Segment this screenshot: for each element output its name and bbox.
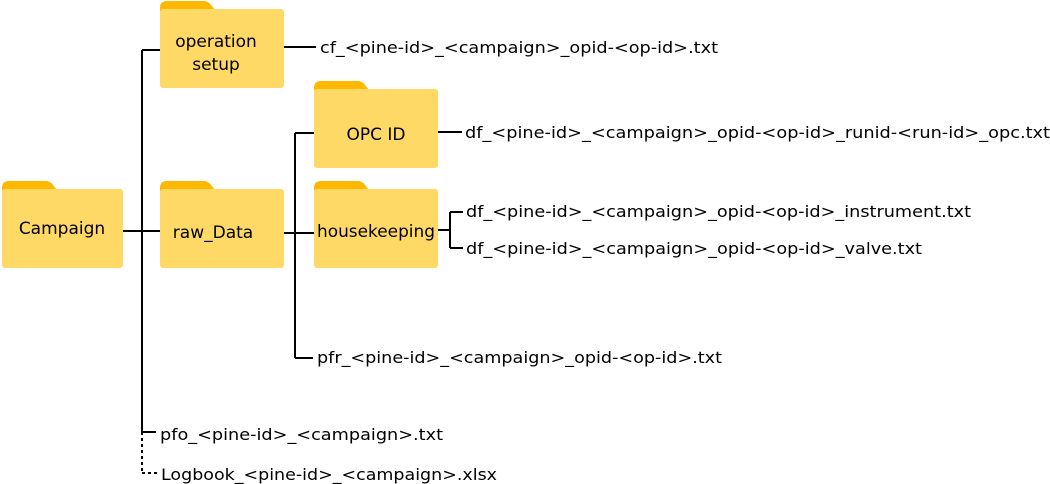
folder-label-operation-setup-line2: setup <box>192 55 240 75</box>
connectors <box>123 46 463 474</box>
file-df-valve: df_<pine-id>_<campaign>_opid-<op-id>_val… <box>466 239 922 259</box>
file-df-instrument: df_<pine-id>_<campaign>_opid-<op-id>_ins… <box>466 202 971 222</box>
folder-label-operation-setup-line1: operation <box>175 32 257 52</box>
file-cf: cf_<pine-id>_<campaign>_opid-<op-id>.txt <box>320 38 718 58</box>
folder-label-campaign: Campaign <box>19 219 105 239</box>
folder-icon <box>314 81 438 168</box>
folder-campaign[interactable]: Campaign <box>2 181 123 268</box>
folder-housekeeping[interactable]: housekeeping <box>314 181 438 268</box>
file-logbook: Logbook_<pine-id>_<campaign>.xlsx <box>161 465 497 484</box>
folder-raw-data[interactable]: raw_Data <box>160 181 284 268</box>
folder-label-raw-data: raw_Data <box>173 223 253 243</box>
folder-label-opc-id: OPC ID <box>346 125 405 145</box>
file-df-opc: df_<pine-id>_<campaign>_opid-<op-id>_run… <box>465 123 1050 143</box>
file-pfo: pfo_<pine-id>_<campaign>.txt <box>160 425 443 445</box>
file-pfr: pfr_<pine-id>_<campaign>_opid-<op-id>.tx… <box>317 348 722 368</box>
folder-icon <box>160 1 284 88</box>
folder-icon <box>314 181 438 268</box>
folder-icon <box>2 181 123 268</box>
folder-icon <box>160 181 284 268</box>
folder-label-housekeeping: housekeeping <box>317 222 435 242</box>
folder-opc-id[interactable]: OPC ID <box>314 81 438 168</box>
folder-operation-setup[interactable]: operation setup <box>160 1 284 88</box>
